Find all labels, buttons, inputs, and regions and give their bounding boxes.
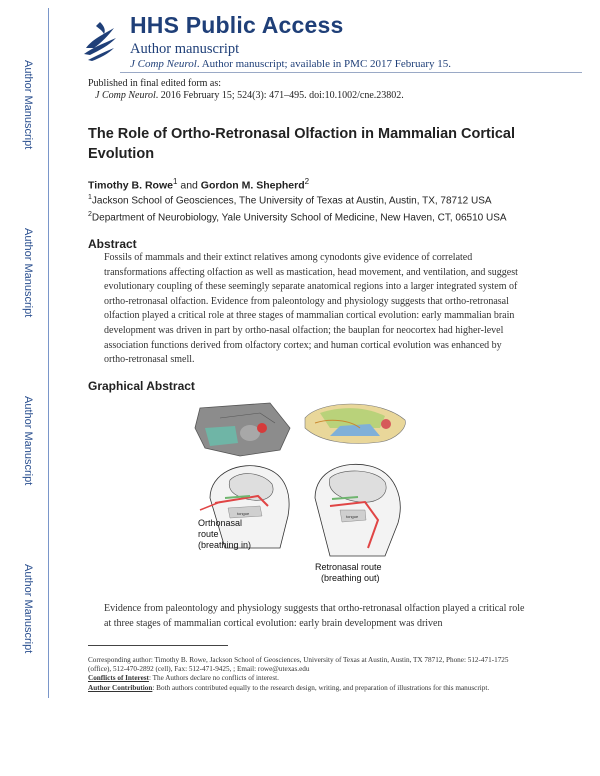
affiliation: 1Jackson School of Geosciences, The Univ… <box>88 194 492 206</box>
affiliation-sup: 2 <box>88 211 92 218</box>
affiliation-text: Department of Neurobiology, Yale Univers… <box>91 212 507 224</box>
retronasal-label-breathing: (breathing out) <box>321 573 380 583</box>
publication-citation: J Comp Neurol. 2016 February 15; 524(3):… <box>95 90 404 101</box>
rail-label-author-manuscript: Author Manuscript <box>22 60 34 150</box>
footnote-divider <box>88 645 228 646</box>
contribution-note: Author Contribution: Both authors contri… <box>88 684 518 693</box>
hhs-eagle-logo-icon <box>84 22 116 61</box>
mammal-skull-illustration <box>304 403 406 444</box>
corresponding-author-note: Corresponding author: Timothy B. Rowe, J… <box>88 656 509 674</box>
author-list: Timothy B. Rowe1 and Gordon M. Shepherd2 <box>88 177 309 192</box>
orthonasal-label-route: route <box>198 529 219 539</box>
contribution-label: Author Contribution <box>88 683 153 692</box>
abstract-heading: Abstract <box>88 237 137 251</box>
pub-citation-text: . 2016 February 15; 524(3): 471–495. doi… <box>155 90 404 101</box>
graphical-abstract-figure: tongue tongue Orthonasal route (breathin… <box>194 402 406 583</box>
tongue-label: tongue <box>346 514 359 519</box>
orthonasal-label: Orthonasal <box>198 518 242 528</box>
header-divider <box>120 72 582 73</box>
cynodont-skull-illustration <box>194 402 291 457</box>
conflicts-note: Conflicts of Interest: The Authors decla… <box>88 674 518 683</box>
margin-rule <box>48 8 49 698</box>
rail-label-author-manuscript: Author Manuscript <box>22 396 34 486</box>
author-manuscript-label: Author manuscript <box>130 41 240 57</box>
header-citation-text: . Author manuscript; available in PMC 20… <box>196 58 451 70</box>
retronasal-head-diagram <box>314 463 401 557</box>
author-affil-sup: 2 <box>304 177 310 186</box>
affiliation-text: Jackson School of Geosciences, The Unive… <box>91 195 492 207</box>
article-title: The Role of Ortho-Retronasal Olfaction i… <box>88 126 515 162</box>
author-name: Timothy B. Rowe <box>88 179 173 192</box>
header-citation: J Comp Neurol. Author manuscript; availa… <box>130 58 451 70</box>
rail-label-author-manuscript: Author Manuscript <box>22 564 34 654</box>
graphical-abstract-heading: Graphical Abstract <box>88 379 195 393</box>
hhs-public-access-title: HHS Public Access <box>130 12 344 38</box>
orthonasal-head-diagram <box>199 465 290 549</box>
pub-journal: J Comp Neurol <box>95 90 156 101</box>
author-name: Gordon M. Shepherd <box>200 179 305 192</box>
affiliation-sup: 1 <box>88 194 92 201</box>
orthonasal-label-breathing: (breathing in) <box>198 540 251 550</box>
published-line: Published in final edited form as: <box>88 78 222 89</box>
contribution-text: : Both authors contributed equally to th… <box>152 683 490 692</box>
author-conjunction: and <box>177 179 201 192</box>
conflicts-text: : The Authors declare no conflicts of in… <box>148 674 279 683</box>
abstract-body: Fossils of mammals and their extinct rel… <box>104 252 518 366</box>
footnotes: Corresponding author: Timothy B. Rowe, J… <box>88 656 518 693</box>
tongue-label: tongue <box>237 511 250 516</box>
conflicts-label: Conflicts of Interest <box>88 674 149 683</box>
header-journal: J Comp Neurol <box>130 58 197 70</box>
retronasal-label: Retronasal route <box>315 562 382 572</box>
graphical-abstract-text: Evidence from paleontology and physiolog… <box>104 603 525 629</box>
author-affil-sup: 1 <box>172 177 178 186</box>
rail-label-author-manuscript: Author Manuscript <box>22 228 34 318</box>
affiliation: 2Department of Neurobiology, Yale Univer… <box>88 211 507 223</box>
